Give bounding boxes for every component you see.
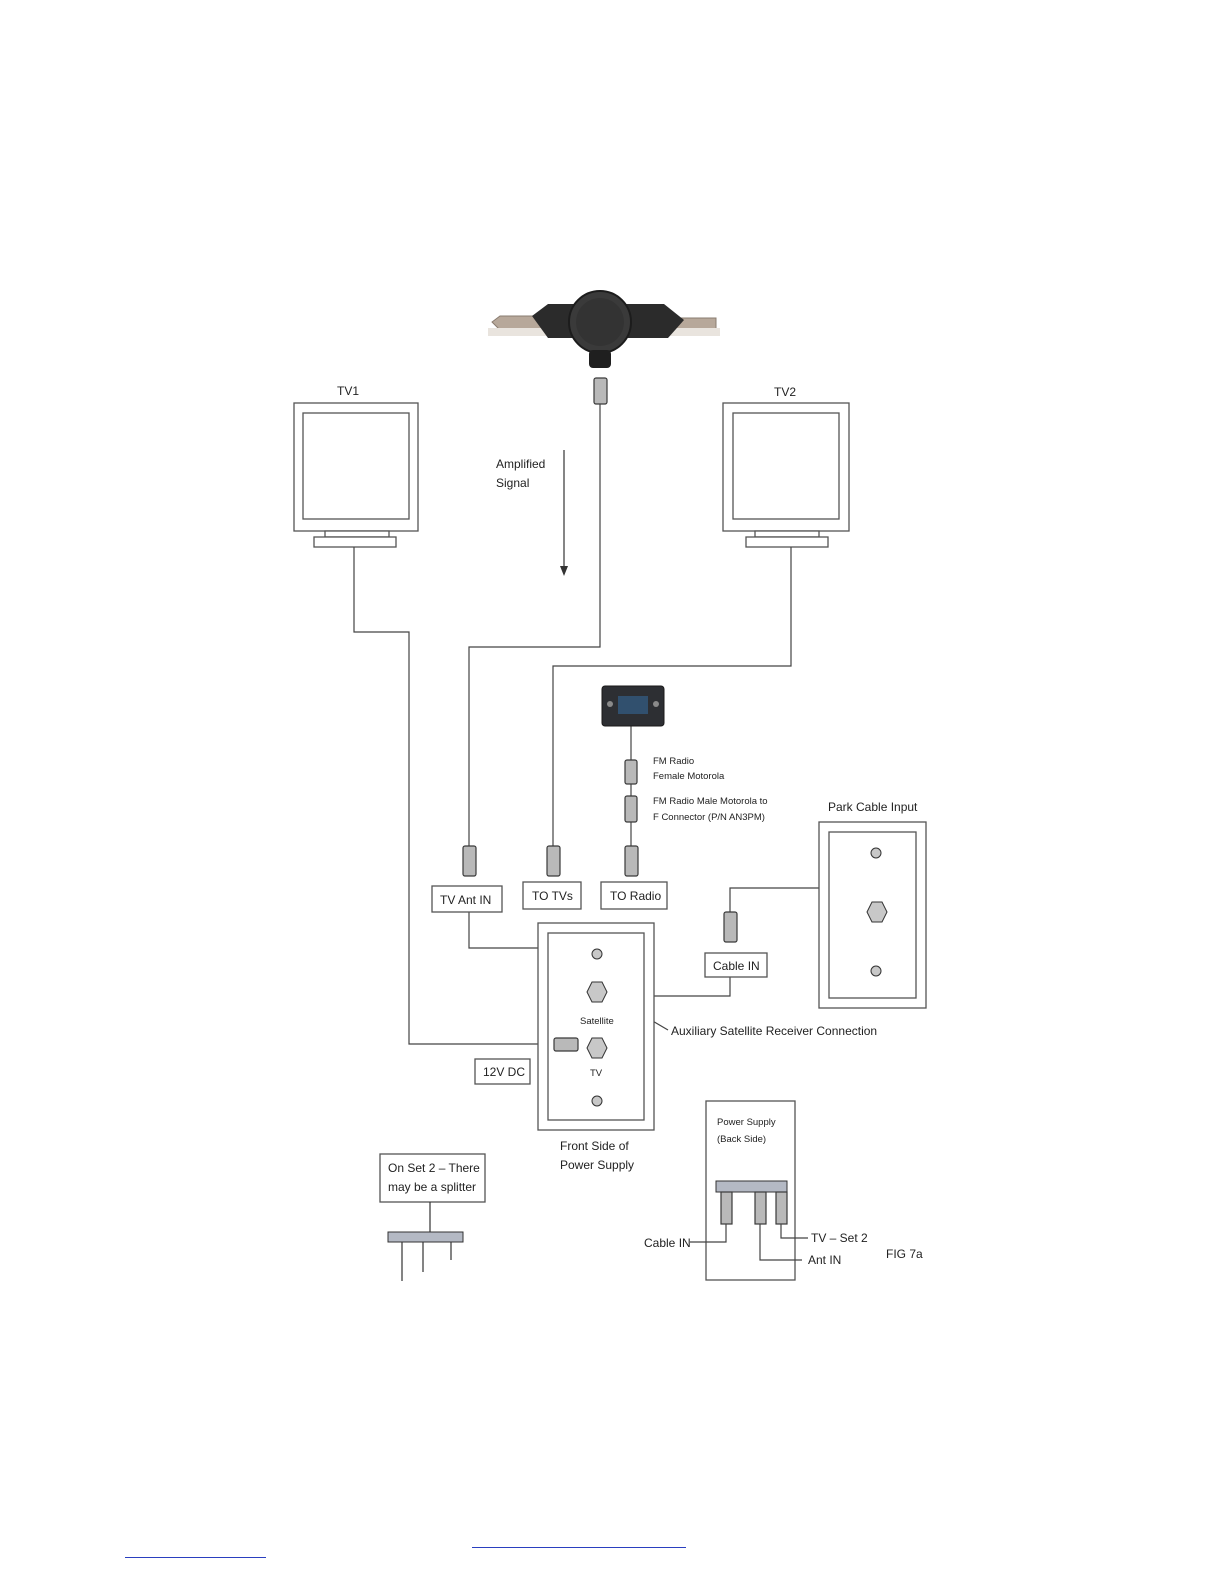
fig-label: FIG 7a — [886, 1247, 923, 1261]
cable-in-box-label: Cable IN — [713, 959, 760, 973]
tv-ant-in-plug — [463, 846, 476, 876]
satellite-label: Satellite — [580, 1016, 614, 1027]
to-tvs-label: TO TVs — [532, 889, 573, 903]
tv-set2-label: TV – Set 2 — [811, 1231, 868, 1245]
park-cable-wire — [730, 888, 819, 912]
fm-radio-female-label: Female Motorola — [653, 771, 725, 782]
dc-power-plug — [554, 1038, 578, 1051]
splitter-icon — [388, 1202, 463, 1281]
signal-label: Signal — [496, 476, 529, 490]
on-set2-label-1: On Set 2 – There — [388, 1161, 480, 1175]
ps-back-label-1: Power Supply — [717, 1117, 776, 1128]
fm-radio-label: FM Radio — [653, 756, 694, 767]
cable-in-label: Cable IN — [644, 1236, 691, 1250]
fm-male-label: FM Radio Male Motorola to — [653, 796, 768, 807]
cable-in-to-ps-wire — [654, 977, 730, 996]
footer-link-underline-center[interactable] — [472, 1547, 686, 1548]
aux-satellite-label: Auxiliary Satellite Receiver Connection — [671, 1024, 877, 1038]
ant-in-to-ps-wire — [469, 910, 538, 948]
fm-f-connector-label: F Connector (P/N AN3PM) — [653, 812, 765, 823]
fm-radio-female-plug — [625, 760, 637, 784]
park-cable-input-label: Park Cable Input — [828, 800, 918, 814]
footer-link-underline-left[interactable] — [125, 1557, 266, 1558]
to-tvs-plug — [547, 846, 560, 876]
tv-port-label: TV — [590, 1068, 603, 1079]
tv2-monitor-icon — [723, 403, 849, 547]
antenna-cable-plug — [594, 378, 607, 404]
tv-ant-in-label: TV Ant IN — [440, 893, 491, 907]
cable-in-plug — [724, 912, 737, 942]
power-supply-label: Power Supply — [560, 1158, 634, 1172]
on-set2-label-2: may be a splitter — [388, 1180, 476, 1194]
tv1-label: TV1 — [337, 384, 359, 398]
tv2-label: TV2 — [774, 385, 796, 399]
to-radio-label: TO Radio — [610, 889, 661, 903]
tv1-wire — [354, 547, 554, 1044]
dc12v-label: 12V DC — [483, 1065, 525, 1079]
fm-radio-icon — [602, 686, 664, 726]
tv1-monitor-icon — [294, 403, 418, 547]
fm-radio-male-plug — [625, 796, 637, 822]
antenna-icon — [488, 291, 720, 368]
ps-back-label-2: (Back Side) — [717, 1134, 766, 1145]
amplified-label: Amplified — [496, 457, 545, 471]
to-radio-plug — [625, 846, 638, 876]
down-arrow-icon — [560, 450, 568, 576]
ant-in-label: Ant IN — [808, 1253, 841, 1267]
park-cable-wall-plate — [819, 822, 926, 1008]
front-side-label: Front Side of — [560, 1139, 629, 1153]
